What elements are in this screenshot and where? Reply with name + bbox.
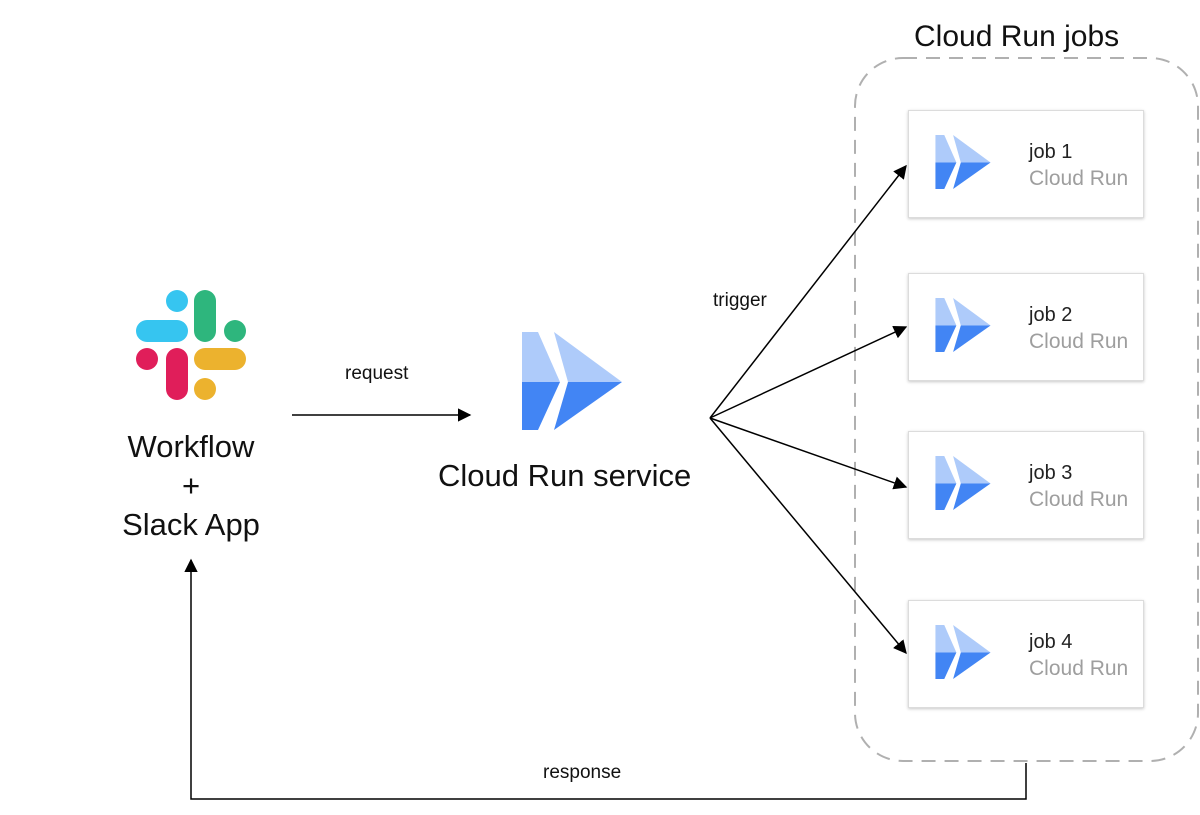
- job-type: Cloud Run: [1029, 330, 1129, 353]
- cloud-run-icon: [935, 625, 991, 679]
- response-label: response: [543, 762, 622, 783]
- job-name: job 4: [1029, 631, 1073, 653]
- slack-label-line-1: Workflow: [127, 429, 255, 464]
- trigger-arrow-job-4: [709, 417, 907, 655]
- slack-logo-icon: [136, 290, 246, 400]
- trigger-arrow-job-1: [709, 164, 907, 419]
- job-name: job 3: [1029, 462, 1073, 484]
- job-type: Cloud Run: [1029, 657, 1129, 680]
- job-name: job 1: [1029, 141, 1073, 163]
- cloud-run-icon: [935, 456, 991, 510]
- trigger-arrow-job-3: [709, 417, 908, 490]
- slack-label-line-2: +: [181, 468, 201, 503]
- job-type: Cloud Run: [1029, 167, 1129, 190]
- job-card-2[interactable]: job 2 Cloud Run: [908, 273, 1144, 381]
- cloud-run-icon: [935, 298, 991, 352]
- cloud-run-service-label: Cloud Run service: [438, 458, 692, 493]
- trigger-arrow-job-2: [709, 325, 908, 419]
- job-card-1[interactable]: job 1 Cloud Run: [908, 110, 1144, 218]
- cloud-run-jobs-title: Cloud Run jobs: [914, 20, 1120, 53]
- cloud-run-icon: [522, 332, 622, 430]
- response-arrow: [184, 558, 1027, 800]
- request-label: request: [345, 363, 409, 384]
- slack-label-line-3: Slack App: [122, 507, 260, 542]
- job-card-3[interactable]: job 3 Cloud Run: [908, 431, 1144, 539]
- job-name: job 2: [1029, 304, 1073, 326]
- job-card-4[interactable]: job 4 Cloud Run: [908, 600, 1144, 708]
- cloud-run-icon: [935, 135, 991, 189]
- slack-app-label: Workflow + Slack App: [91, 427, 291, 544]
- job-type: Cloud Run: [1029, 488, 1129, 511]
- cloud-run-jobs-group-boundary: [854, 57, 1199, 762]
- trigger-label: trigger: [713, 290, 767, 311]
